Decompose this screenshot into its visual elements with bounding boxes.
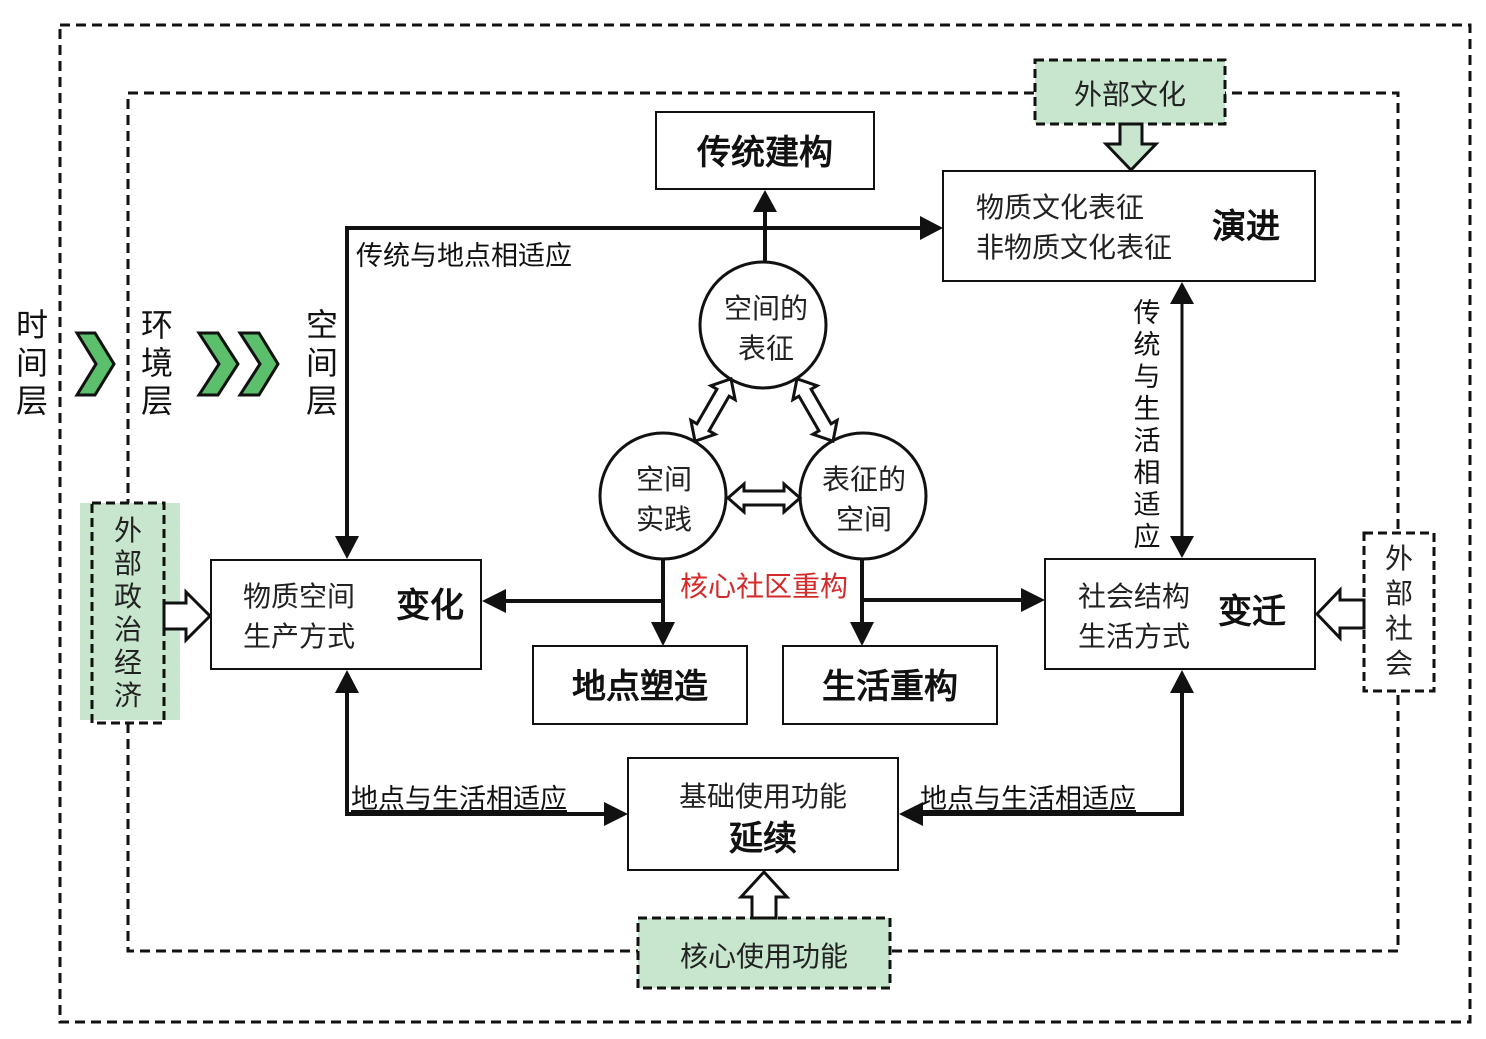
representational-space-line1: 表征的	[822, 463, 906, 496]
spatial-practice-circle	[598, 431, 728, 561]
svg-text:时: 时	[16, 306, 48, 344]
change-box	[210, 559, 482, 670]
tradition-box	[655, 111, 875, 190]
space-layer-label: 空 间 层	[306, 306, 338, 420]
tradition-label: 传统建构	[696, 133, 833, 173]
change-keyword: 变化	[396, 586, 464, 626]
evolution-line2: 非物质文化表征	[976, 231, 1172, 264]
arrowhead-icon	[899, 802, 923, 826]
representational-space-line2: 空间	[836, 503, 892, 536]
core-reconstruction-label: 核心社区重构	[680, 570, 848, 603]
connector-line	[345, 690, 606, 816]
svg-text:治: 治	[114, 613, 142, 646]
svg-text:会: 会	[1385, 647, 1413, 680]
continuation-line1: 基础使用功能	[679, 780, 847, 813]
transition-box	[1044, 558, 1316, 670]
change-line1: 物质空间	[243, 580, 355, 613]
time-layer-frame	[58, 23, 1472, 1024]
evolution-keyword: 演进	[1212, 207, 1280, 247]
representation-of-space-circle	[698, 260, 828, 390]
environment-layer-label: 环 境 层	[141, 306, 173, 420]
svg-text:应: 应	[1134, 522, 1161, 553]
change-line2: 生产方式	[243, 620, 355, 653]
svg-text:生: 生	[1134, 394, 1161, 425]
arrowhead-icon	[920, 216, 943, 240]
connector-line	[345, 226, 922, 540]
hollow-arrow-down-icon	[1102, 122, 1160, 173]
place-shaping-box	[532, 645, 748, 725]
transition-keyword: 变迁	[1218, 592, 1286, 632]
svg-text:外: 外	[114, 514, 142, 547]
representational-space-circle	[798, 431, 928, 561]
life-reconstruction-box	[782, 645, 998, 725]
edge-label-tradition-life: 传 统 与 生 活 相 适 应	[1134, 298, 1161, 553]
place-shaping-label: 地点塑造	[572, 667, 708, 707]
svg-text:层: 层	[306, 382, 338, 420]
svg-text:活: 活	[1134, 426, 1161, 457]
svg-text:政: 政	[114, 580, 142, 613]
arrowhead-icon	[1170, 670, 1194, 693]
connector-line	[920, 690, 1184, 816]
arrowhead-icon	[482, 589, 506, 613]
hollow-arrow-right-icon	[162, 588, 213, 644]
double-arrow-icon	[688, 376, 738, 444]
svg-text:社: 社	[1385, 612, 1413, 645]
edge-label-tradition-place: 传统与地点相适应	[356, 241, 572, 272]
svg-text:部: 部	[1385, 577, 1413, 610]
svg-text:相: 相	[1134, 458, 1161, 489]
external-politics-economy-label: 外 部 政 治 经 济	[114, 514, 142, 712]
core-function-label: 核心使用功能	[680, 940, 848, 973]
core-function-box	[636, 916, 892, 990]
chevron-icon	[237, 331, 280, 397]
representation-of-space-line2: 表征	[738, 332, 794, 365]
svg-text:环: 环	[141, 306, 173, 344]
svg-text:层: 层	[16, 382, 48, 420]
hollow-arrow-up-icon	[737, 869, 791, 920]
arrowhead-icon	[1170, 536, 1194, 558]
external-culture-label: 外部文化	[1074, 78, 1186, 111]
arrowhead-icon	[753, 190, 777, 212]
evolution-box	[942, 170, 1316, 282]
spatial-practice-line1: 空间	[636, 463, 692, 496]
spatial-practice-line2: 实践	[636, 503, 692, 536]
svg-text:层: 层	[141, 382, 173, 420]
arrowhead-icon	[651, 622, 675, 646]
arrowhead-icon	[1170, 282, 1194, 304]
svg-text:济: 济	[114, 679, 142, 712]
chevron-icon	[196, 331, 240, 397]
external-culture-box	[1033, 58, 1227, 126]
svg-text:适: 适	[1134, 490, 1161, 521]
svg-text:统: 统	[1134, 330, 1161, 361]
arrowhead-icon	[335, 670, 359, 693]
svg-text:间: 间	[16, 344, 48, 382]
external-society-label: 外 部 社 会	[1385, 542, 1413, 680]
transition-line2: 生活方式	[1078, 620, 1190, 653]
arrowhead-icon	[850, 622, 874, 646]
arrowhead-icon	[335, 536, 359, 559]
svg-text:境: 境	[141, 344, 173, 382]
life-reconstruction-label: 生活重构	[822, 667, 958, 707]
external-society-box	[1362, 531, 1436, 693]
svg-text:间: 间	[306, 344, 338, 382]
svg-text:经: 经	[114, 646, 142, 679]
svg-text:部: 部	[114, 547, 142, 580]
arrowhead-icon	[604, 802, 628, 826]
svg-text:与: 与	[1134, 362, 1161, 393]
double-arrow-icon	[790, 376, 840, 444]
svg-text:传: 传	[1134, 298, 1161, 329]
transition-line1: 社会结构	[1078, 580, 1190, 613]
double-arrow-icon	[725, 480, 803, 516]
svg-text:外: 外	[1385, 542, 1413, 575]
representation-of-space-line1: 空间的	[724, 292, 808, 325]
time-layer-label: 时 间 层	[16, 306, 48, 420]
evolution-line1: 物质文化表征	[976, 191, 1144, 224]
arrowhead-icon	[1021, 588, 1045, 612]
svg-text:空: 空	[306, 306, 338, 344]
edge-label-place-life-right: 地点与生活相适应	[920, 784, 1136, 815]
hollow-arrow-left-icon	[1314, 586, 1366, 642]
edge-label-place-life-left: 地点与生活相适应	[351, 784, 567, 815]
continuation-keyword: 延续	[729, 819, 797, 859]
continuation-box	[627, 757, 899, 871]
chevron-icon	[74, 331, 116, 397]
